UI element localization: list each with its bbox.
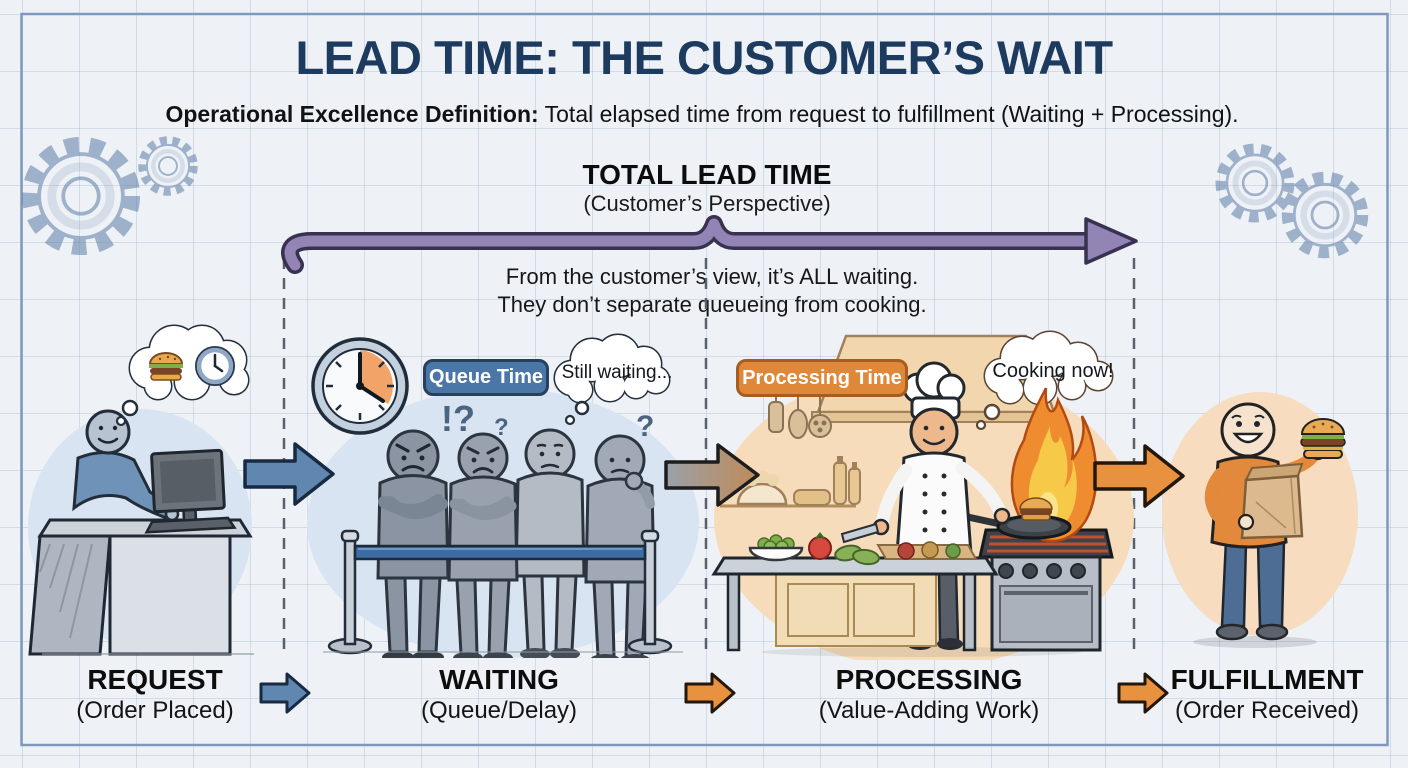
stage-label-fulfillment: FULFILLMENT	[1170, 664, 1364, 695]
customer-view-note-line2: They don’t separate queueing from cookin…	[497, 292, 927, 317]
cutting-board	[876, 541, 978, 560]
page-title: LEAD TIME: THE CUSTOMER’S WAIT	[295, 31, 1113, 84]
prep-table	[711, 531, 999, 652]
frying-pan	[950, 497, 1072, 540]
processing-time-badge: Processing Time	[736, 359, 908, 397]
arrow-processing-to-fulfillment	[1093, 444, 1185, 508]
burger-icon	[1300, 418, 1346, 459]
queue-clock-icon	[311, 337, 409, 435]
stage-sublabel-processing: (Value-Adding Work)	[818, 697, 1040, 724]
burger-icon	[1019, 497, 1053, 521]
burger-icon	[148, 352, 184, 381]
still-waiting-bubble	[553, 333, 671, 426]
definition-text: Total elapsed time from request to fulfi…	[538, 101, 1239, 127]
order-desk	[28, 518, 253, 656]
stage-label-waiting: WAITING	[439, 664, 559, 695]
tomato	[808, 536, 832, 560]
clock-icon	[195, 346, 235, 386]
fulfillment-illustration	[1162, 392, 1358, 648]
arrow-waiting-to-processing	[664, 443, 760, 507]
queue-time-badge: Queue Time	[423, 359, 549, 396]
processing-illustration	[711, 330, 1134, 660]
total-lead-time-arrow	[281, 215, 1138, 274]
stage-sublabel-fulfillment: (Order Received)	[1174, 697, 1360, 724]
request-illustration	[28, 324, 254, 656]
waiting-illustration	[307, 333, 699, 658]
definition-line: Operational Excellence Definition: Total…	[165, 101, 1238, 128]
bottom-arrow-orange-2	[1117, 672, 1169, 714]
blueprint-frame	[20, 12, 1389, 747]
shelf-with-food	[720, 456, 861, 508]
stage-separator-lines	[282, 258, 1136, 656]
total-lead-time-heading: TOTAL LEAD TIME	[582, 159, 832, 190]
still-waiting-text: Still waiting...	[561, 362, 673, 383]
happy-customer	[1193, 402, 1346, 648]
stage-sublabel-waiting: (Queue/Delay)	[420, 697, 578, 724]
stage-label-processing: PROCESSING	[835, 664, 1023, 695]
question-mark: ?	[636, 410, 655, 443]
annoyed-marks: !?	[441, 398, 475, 439]
stove-grill	[978, 528, 1114, 652]
customer-view-note-line1: From the customer’s view, it’s ALL waiti…	[505, 264, 919, 289]
bottom-arrow-blue	[259, 672, 311, 714]
cooking-now-bubble	[975, 330, 1114, 431]
stage-label-request: REQUEST	[87, 664, 223, 695]
stage-sublabel-request: (Order Placed)	[76, 697, 234, 724]
bottom-arrow-orange-1	[684, 672, 736, 714]
salad-bowl	[748, 534, 804, 562]
cucumber	[852, 548, 880, 566]
total-lead-time-subheading: (Customer’s Perspective)	[583, 191, 831, 216]
question-mark: ?	[494, 414, 509, 441]
thought-bubble-icon	[115, 324, 250, 427]
computer-monitor	[144, 448, 237, 534]
definition-label: Operational Excellence Definition:	[165, 101, 539, 127]
cooking-now-text: Cooking now!	[992, 360, 1114, 382]
arrow-request-to-waiting	[243, 442, 335, 506]
